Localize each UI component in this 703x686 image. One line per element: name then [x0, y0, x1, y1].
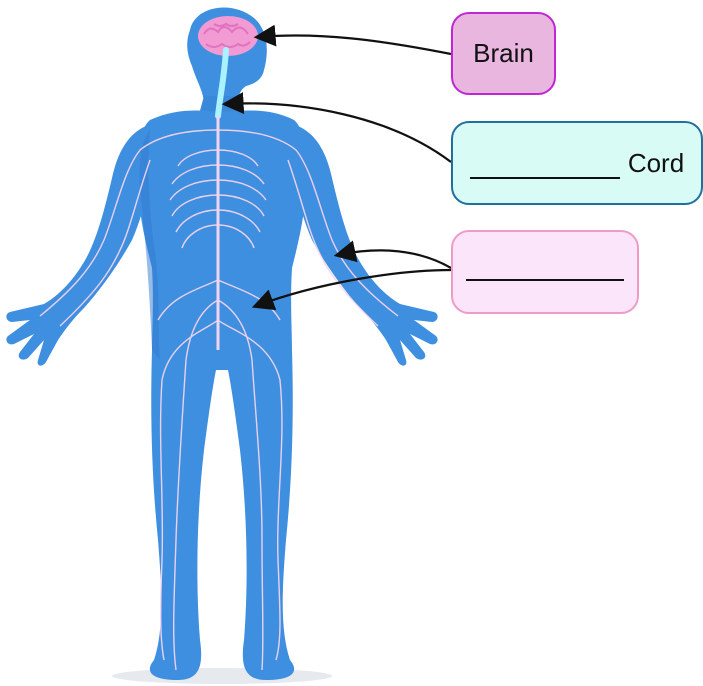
brain-label-box: Brain: [451, 12, 556, 95]
nerves-blank[interactable]: [466, 257, 624, 281]
spinal-cord-label: Cord: [470, 148, 684, 179]
floor-shadow: [112, 668, 332, 684]
nerves-label-box: [451, 230, 639, 314]
left-arm: [6, 124, 152, 366]
arrow-to-brain: [258, 36, 451, 54]
spinal-cord-blank[interactable]: [470, 155, 620, 179]
nerves-label: [466, 257, 624, 288]
spinal-cord-word: Cord: [628, 148, 684, 179]
spinal-cord-label-box: Cord: [451, 121, 703, 205]
brain-label: Brain: [473, 38, 534, 69]
right-arm: [292, 124, 438, 366]
body-silhouette: [6, 8, 437, 680]
